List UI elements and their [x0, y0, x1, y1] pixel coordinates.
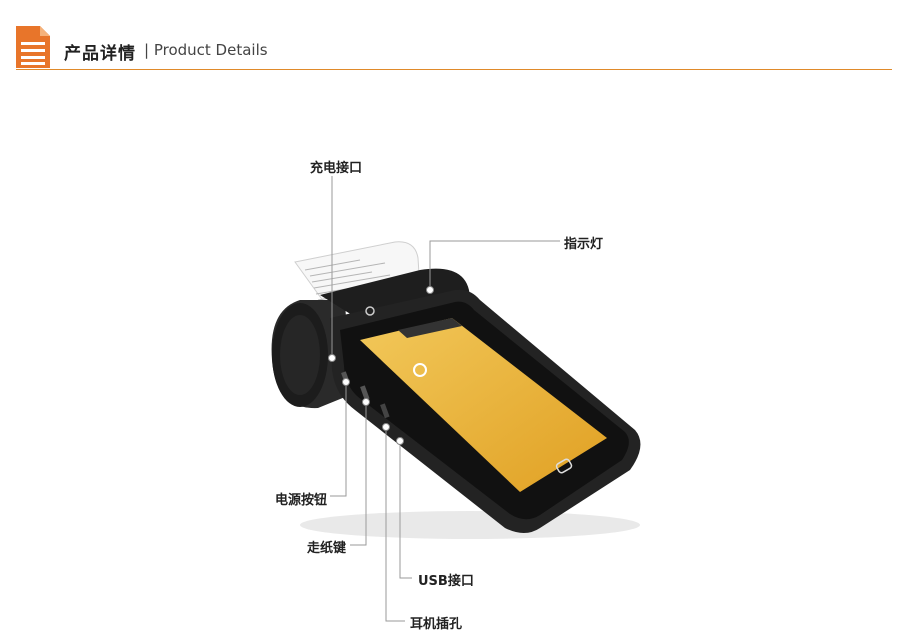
section-title: 产品详情 [64, 44, 136, 64]
label-paper-feed-key: 走纸键 [307, 541, 347, 556]
charging-port-dot [328, 354, 336, 362]
label-indicator-light: 指示灯 [564, 237, 604, 252]
label-headphone-jack: 耳机插孔 [410, 617, 463, 632]
touch-screen [360, 318, 607, 492]
label-charging-port: 充电接口 [310, 161, 363, 176]
indicator-dot [426, 286, 434, 294]
headphone-dot [382, 423, 390, 431]
label-power-button: 电源按钮 [275, 493, 328, 508]
power-button-dot [342, 378, 350, 386]
feed-key-dot [362, 398, 370, 406]
home-button [555, 458, 573, 474]
document-icon [16, 26, 50, 68]
device-body [330, 289, 641, 533]
header-divider [16, 69, 892, 70]
side-button-2 [360, 385, 370, 401]
section-header: 产品详情 | Product Details [16, 26, 892, 70]
device-shadow [300, 511, 640, 539]
printer-top [320, 268, 470, 320]
side-port [380, 403, 390, 419]
section-subtitle: | Product Details [144, 41, 268, 59]
usb-dot [396, 437, 404, 445]
label-usb-port: USB接口 [418, 574, 474, 589]
